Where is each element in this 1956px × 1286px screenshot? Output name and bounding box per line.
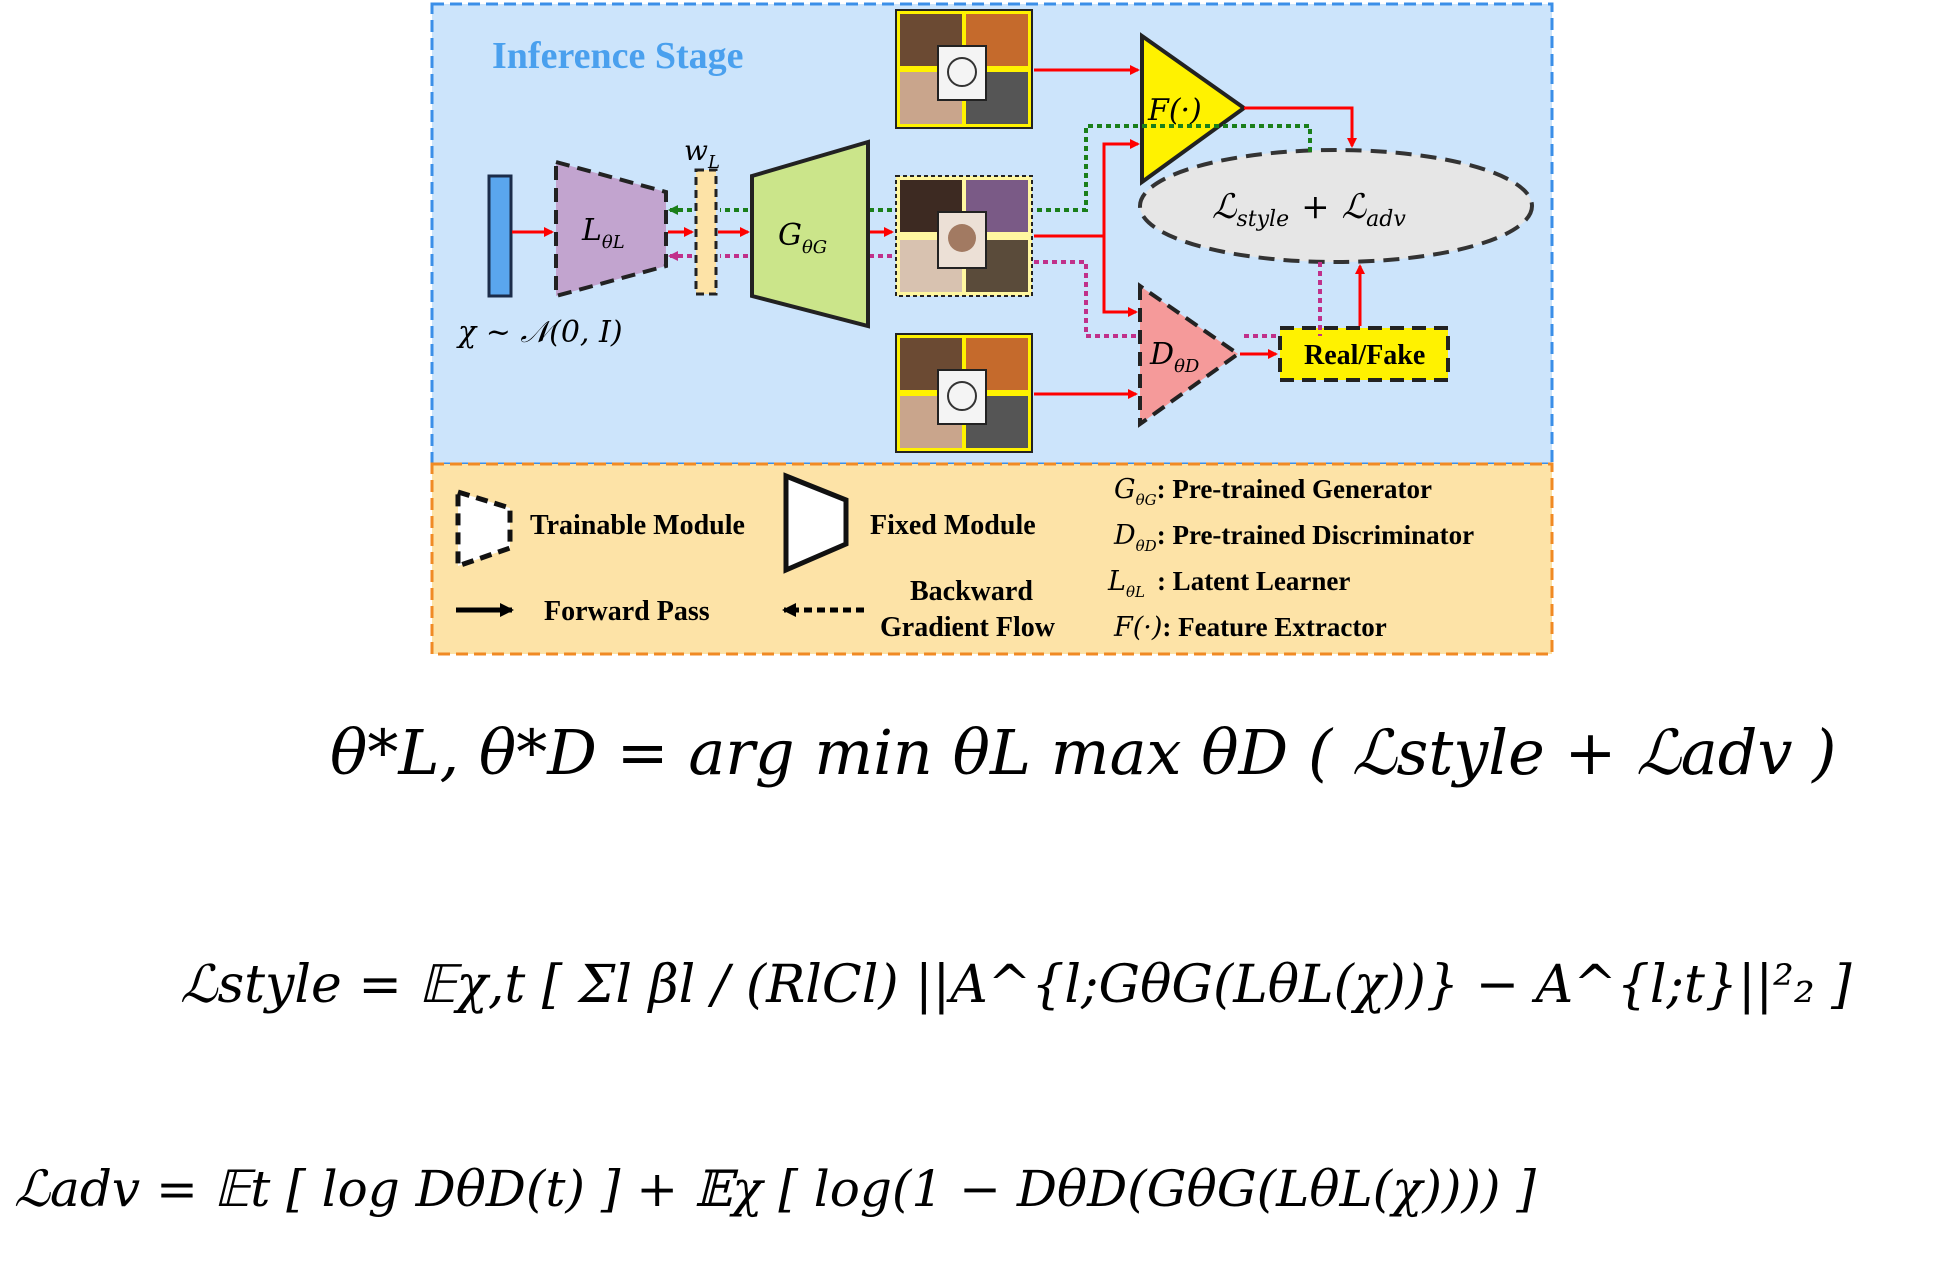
feature-extractor-label: F(·)	[1147, 93, 1202, 128]
generator-label: GθG	[778, 218, 827, 258]
wl-latent-bar	[694, 168, 718, 296]
objective-equation: θ*L, θ*D = arg min θL max θD ( ℒstyle + …	[330, 716, 1837, 789]
legend-generator-def: GθG: Pre-trained Generator	[1114, 474, 1432, 509]
style-loss-equation: ℒstyle = 𝔼χ,t [ Σl βl / (RlCl) ||A^{l;Gθ…	[180, 955, 1852, 1015]
stage-title: Inference Stage	[492, 35, 744, 77]
generated-faces	[895, 175, 1033, 297]
legend-feature-def: F(·): Feature Extractor	[1113, 612, 1387, 643]
legend-discriminator-def: DθD: Pre-trained Discriminator	[1113, 520, 1474, 555]
latent-learner-module	[554, 159, 668, 299]
real-fake-label: Real/Fake	[1304, 340, 1425, 371]
target-faces-bottom	[895, 333, 1033, 453]
noise-vector	[487, 174, 513, 298]
latent-learner-label: LθL	[581, 213, 625, 253]
loss-ellipse	[1138, 148, 1534, 264]
wl-label: wL	[684, 134, 720, 173]
legend-latent-def: LθL: Latent Learner	[1107, 566, 1350, 601]
legend-forward-label: Forward Pass	[544, 596, 710, 627]
legend-trainable-label: Trainable Module	[530, 510, 745, 541]
legend-trainable-icon	[455, 488, 513, 570]
gradient-flow-magenta	[668, 251, 1322, 338]
noise-label: χ ~ 𝒩(0, I)	[456, 315, 623, 350]
legend-panel	[430, 462, 1554, 656]
legend-backward-label-2: Gradient Flow	[880, 612, 1056, 643]
forward-arrows	[512, 65, 1365, 399]
legend-backward-label-1: Backward	[910, 576, 1033, 607]
adversarial-loss-equation: ℒadv = 𝔼t [ log DθD(t) ] + 𝔼χ [ log(1 − …	[14, 1160, 1536, 1218]
discriminator-module	[1138, 282, 1242, 428]
gradient-flow-green	[668, 124, 1312, 215]
generator-module	[750, 139, 870, 329]
real-fake-box	[1278, 326, 1450, 382]
legend-fixed-icon	[783, 472, 849, 574]
feature-extractor-module	[1140, 32, 1248, 186]
legend-fixed-label: Fixed Module	[870, 510, 1036, 541]
target-faces-top	[895, 9, 1033, 129]
discriminator-label: DθD	[1149, 337, 1200, 377]
loss-label: ℒstyle+ℒadv	[1212, 187, 1406, 232]
